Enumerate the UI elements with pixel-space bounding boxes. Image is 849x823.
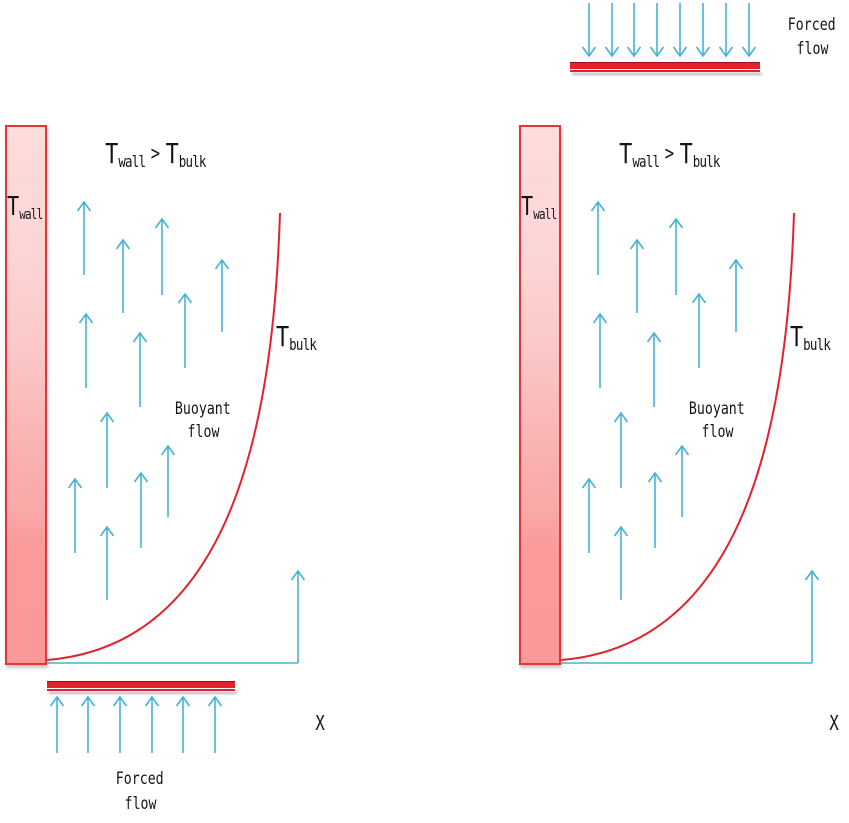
- t-symbol: T: [165, 137, 179, 170]
- forced-flow-arrow: [649, 3, 665, 58]
- forced-flow-arrow: [741, 3, 757, 58]
- bulk-temperature-label: Tbulk: [276, 320, 317, 354]
- wall-temperature-label: Twall: [521, 192, 557, 223]
- axis-up-arrow: [290, 569, 306, 663]
- buoyant-flow-arrow: [154, 217, 170, 295]
- bulk-temperature-curve: [560, 212, 795, 661]
- forced-flow-arrow: [49, 695, 65, 753]
- buoyant-flow-arrow: [78, 312, 94, 388]
- buoyant-flow-arrow: [214, 258, 230, 332]
- forced-flow-arrow: [144, 695, 160, 753]
- buoyant-flow-arrow: [646, 331, 662, 407]
- forced-flow-arrow: [80, 695, 96, 753]
- forced-flow-arrow: [604, 3, 620, 58]
- buoyant-flow-arrow: [133, 471, 149, 548]
- t-symbol: T: [679, 137, 693, 170]
- forced-flow-arrow: [718, 3, 734, 58]
- forced-flow-arrow: [626, 3, 642, 58]
- forced-flow-arrow: [695, 3, 711, 58]
- heated-wall: [5, 125, 47, 665]
- buoyant-flow-arrow: [115, 238, 131, 313]
- buoyant-flow-arrow: [592, 312, 608, 388]
- heated-wall: [519, 125, 561, 665]
- buoyant-flow-arrow: [613, 525, 629, 600]
- bulk-temperature-curve: [46, 212, 281, 661]
- wall-temperature-label: Twall: [7, 192, 43, 223]
- buoyant-flow-label: Buoyant flow: [689, 399, 745, 442]
- buoyant-flow-arrow: [629, 238, 645, 313]
- x-axis-label: X: [315, 711, 325, 735]
- forced-flow-label: Forced flow: [788, 15, 836, 59]
- forced-flow-arrow: [175, 695, 191, 753]
- buoyant-flow-arrow: [668, 217, 684, 295]
- plate-gap: [570, 69, 760, 70]
- buoyant-flow-arrow: [581, 477, 597, 553]
- buoyant-flow-arrow: [647, 471, 663, 548]
- plate-bar: [47, 681, 235, 688]
- buoyant-flow-arrow: [691, 292, 707, 368]
- flow-diagram-svg: [560, 3, 820, 664]
- buoyant-flow-arrow: [132, 331, 148, 407]
- axis-up-arrow: [804, 569, 820, 663]
- buoyant-flow-arrow: [160, 444, 176, 517]
- buoyant-flow-arrow: [590, 200, 606, 275]
- forced-flow-label: Forced flow: [116, 769, 164, 814]
- plate-underline: [570, 70, 760, 72]
- buoyant-flow-arrow: [674, 444, 690, 517]
- forced-flow-arrow: [112, 695, 128, 753]
- bulk-temperature-label: Tbulk: [790, 320, 831, 354]
- buoyant-flow-arrow: [613, 411, 629, 488]
- buoyant-flow-arrow: [67, 477, 83, 553]
- forced-flow-arrow: [672, 3, 688, 58]
- plate-underline: [47, 689, 235, 691]
- buoyant-flow-arrow: [99, 411, 115, 488]
- forced-flow-plate: [47, 681, 235, 691]
- plate-gap: [47, 688, 235, 689]
- buoyant-flow-arrow: [76, 200, 92, 275]
- buoyant-flow-arrow: [728, 258, 744, 332]
- x-axis-label: X: [829, 711, 839, 735]
- buoyant-flow-label: Buoyant flow: [175, 399, 231, 442]
- flow-diagram-svg: [46, 200, 306, 753]
- t-symbol: T: [104, 137, 118, 170]
- condition-label: Twall>Tbulk: [618, 137, 720, 171]
- buoyant-flow-arrow: [99, 525, 115, 600]
- plate-bar: [570, 62, 760, 69]
- condition-label: Twall>Tbulk: [104, 137, 206, 171]
- t-symbol: T: [618, 137, 632, 170]
- buoyant-flow-arrow: [177, 292, 193, 368]
- panel-forced-flow-above: Twall>Tbulk Twall Tbulk Buoyant flow X F…: [514, 0, 849, 823]
- panel-forced-flow-below: Twall>Tbulk Twall Tbulk Buoyant flow X F…: [0, 0, 340, 823]
- forced-flow-arrow: [581, 3, 597, 58]
- forced-flow-plate: [570, 62, 760, 72]
- forced-flow-arrow: [207, 695, 223, 753]
